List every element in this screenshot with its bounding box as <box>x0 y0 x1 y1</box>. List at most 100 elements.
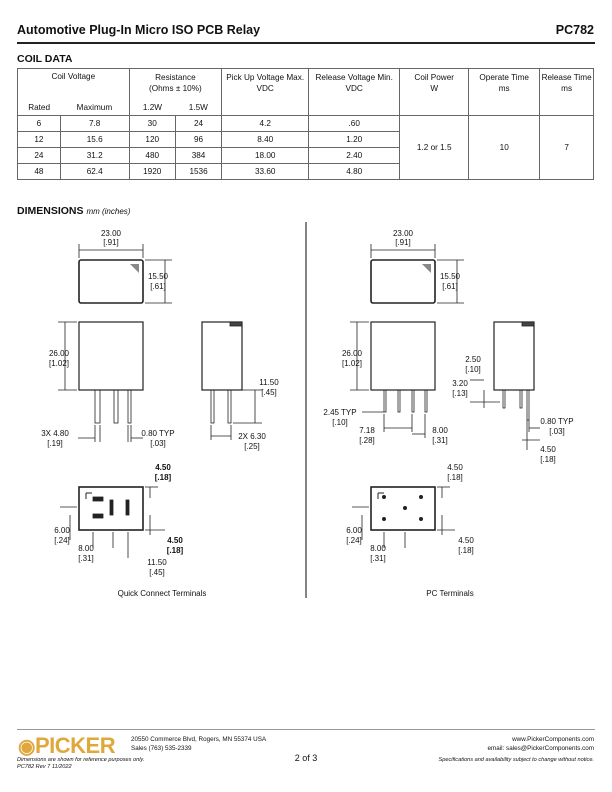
qc-bottom-pad-4 <box>125 499 130 516</box>
pc-d450-inch: [.18] <box>540 455 556 464</box>
qc-width-inch: [.91] <box>103 238 119 247</box>
th-resistance-label: Resistance <box>155 73 196 82</box>
pc-height-label: 26.00 <box>342 349 363 358</box>
pc-d718-label: 7.18 <box>359 426 375 435</box>
company-contact: www.PickerComponents.com email: sales@Pi… <box>488 735 594 753</box>
pc-bleft-inch: [.24] <box>346 536 362 545</box>
qc-top-view <box>78 259 144 304</box>
qc-side-tab <box>229 321 243 327</box>
pc-front-view <box>370 321 436 391</box>
qc-bmid-label: 8.00 <box>78 544 94 553</box>
pc-height-inch: [1.02] <box>342 359 362 368</box>
logo-text: PICKER <box>34 733 116 758</box>
part-number: PC782 <box>555 23 594 37</box>
qc-pinw-label: 3X 4.80 <box>41 429 69 438</box>
qc-btop-inch: [.18] <box>155 473 172 482</box>
pc-bright-inch: [.18] <box>458 546 474 555</box>
pc-d250-inch: [.10] <box>465 365 481 374</box>
pc-pin-2 <box>397 389 401 413</box>
pc-side-pin-2 <box>519 389 523 409</box>
qc-pint-inch: [.03] <box>150 439 166 448</box>
table-row: 24 31.2 480 384 18.00 2.40 <box>17 147 594 164</box>
pc-d718-inch: [.28] <box>359 436 375 445</box>
pc-bottom-view <box>370 486 436 531</box>
qc-bleft-label: 6.00 <box>54 526 70 535</box>
qc-side-pin-1 <box>210 389 215 424</box>
qc-pin-1 <box>94 389 101 424</box>
title-bar <box>17 20 595 44</box>
document-title: Automotive Plug-In Micro ISO PCB Relay <box>17 23 261 37</box>
th-coil-power: Coil Power W <box>399 68 470 116</box>
pc-bottom-hole-4 <box>418 494 423 499</box>
email-link[interactable]: email: sales@PickerComponents.com <box>487 745 594 752</box>
th-operate-unit: ms <box>498 84 510 93</box>
pc-depth-inch: [.61] <box>442 282 458 291</box>
th-power-label: Coil Power <box>414 73 454 82</box>
cell-r15: 24 <box>174 115 223 132</box>
logo-mark-icon: ◉ <box>18 736 35 758</box>
pc-top-view <box>370 259 436 304</box>
qc-bottom-pad-1 <box>92 496 104 502</box>
cell-operate-time: 10 <box>468 115 541 180</box>
pc-depth-label: 15.50 <box>440 272 461 281</box>
pc-d800-label: 8.00 <box>432 426 448 435</box>
qc-pinw-inch: [.19] <box>47 439 63 448</box>
qc-btop-label: 4.50 <box>155 463 171 472</box>
pc-width-inch: [.91] <box>395 238 411 247</box>
pc-bottom-hole-2 <box>381 517 386 522</box>
th-release-time-label: Release Time <box>541 73 592 82</box>
qc-side-pin-2 <box>227 389 232 424</box>
th-operate-label: Operate Time <box>479 73 529 82</box>
qc-pinlen-inch: [.45] <box>261 388 277 397</box>
table-row: 48 62.4 1920 1536 33.60 4.80 <box>17 163 594 180</box>
pc-width-label: 23.00 <box>393 229 414 238</box>
pc-bottom-hole-1 <box>381 494 386 499</box>
qc-bbot-label: 11.50 <box>147 558 167 567</box>
cell-r12: 1920 <box>128 163 176 180</box>
th-release-time-unit: ms <box>561 84 573 93</box>
picker-logo: ◉PICKER <box>18 733 116 759</box>
pc-bottom-hole-3 <box>402 505 407 510</box>
qc-top-corner-mark <box>130 264 139 273</box>
qc-bleft-inch: [.24] <box>54 536 70 545</box>
th-release-label: Release Voltage Min. <box>315 73 393 82</box>
qc-pin-3 <box>127 389 132 424</box>
address-line-1: 20550 Commerce Blvd, Rogers, MN 55374 US… <box>131 736 267 743</box>
th-pickup: Pick Up Voltage Max. VDC <box>221 68 310 116</box>
pc-side-pin-3 <box>526 389 530 421</box>
pc-bright-label: 4.50 <box>458 536 474 545</box>
qc-bottom-view <box>78 486 144 531</box>
pc-caption: PC Terminals <box>426 589 473 598</box>
qc-pint-label: 0.80 TYP <box>141 429 174 438</box>
pc-pin-3 <box>411 389 415 413</box>
th-resistance-sub: (Ohms ± 10%) <box>149 84 202 93</box>
website-link[interactable]: www.PickerComponents.com <box>512 736 594 743</box>
revision-note: PC782 Rev 7 11/2022 <box>17 764 72 770</box>
dimensions-units-note: mm (inches) <box>86 207 131 216</box>
qc-pin-2 <box>113 389 119 424</box>
qc-pinlen-label: 11.50 <box>259 378 279 387</box>
qc-height-label: 26.00 <box>49 349 70 358</box>
cell-release-time: 7 <box>539 115 594 180</box>
company-address: 20550 Commerce Blvd, Rogers, MN 55374 US… <box>131 735 266 753</box>
qc-depth-label: 15.50 <box>148 272 169 281</box>
th-release-unit: VDC <box>345 84 363 93</box>
pc-pin-4 <box>424 389 428 413</box>
address-line-2: Sales (763) 535-2339 <box>131 745 192 752</box>
qc-bright-label: 4.50 <box>167 536 183 545</box>
cell-coil-power: 1.2 or 1.5 <box>399 115 470 180</box>
table-row: 6 7.8 30 24 4.2 .60 1.2 or 1.5 10 7 <box>17 115 594 180</box>
qc-front-view <box>78 321 144 391</box>
qc-bright-inch: [.18] <box>167 546 184 555</box>
pc-d245-inch: [.10] <box>332 418 348 427</box>
qc-bmid-inch: [.31] <box>78 554 94 563</box>
cell-release: 4.80 <box>308 163 401 180</box>
pc-bmid-label: 8.00 <box>370 544 386 553</box>
qc-width-label: 23.00 <box>101 229 122 238</box>
disclaimer-line-1: Dimensions are shown for reference purpo… <box>17 757 145 763</box>
pc-d320-inch: [.13] <box>452 389 468 398</box>
pc-btop-inch: [.18] <box>447 473 463 482</box>
th-pickup-unit: VDC <box>256 84 274 93</box>
reference-disclaimer: Dimensions are shown for reference purpo… <box>17 757 144 771</box>
